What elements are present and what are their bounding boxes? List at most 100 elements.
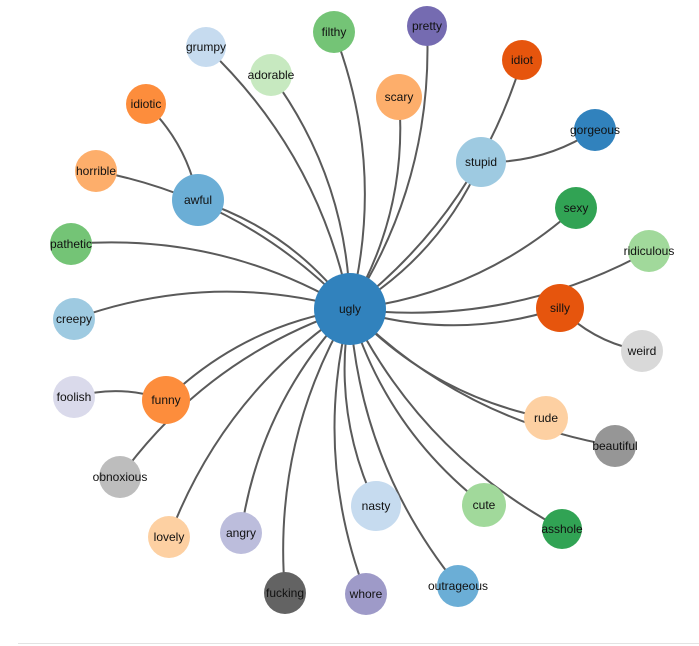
node-circle-scary[interactable] bbox=[376, 74, 422, 120]
node-label-fucking: fucking bbox=[266, 586, 304, 600]
node-label-cute: cute bbox=[473, 498, 496, 512]
node-circle-asshole[interactable] bbox=[542, 509, 582, 549]
node-label-horrible: horrible bbox=[76, 164, 116, 178]
node-circle-pathetic[interactable] bbox=[50, 223, 92, 265]
node-fucking[interactable]: fucking bbox=[264, 572, 306, 614]
node-awful[interactable]: awful bbox=[172, 174, 224, 226]
bottom-divider bbox=[18, 643, 699, 644]
node-circle-adorable[interactable] bbox=[250, 54, 292, 96]
nodes-layer: grumpy filthy pretty adorable scary idiot idio… bbox=[50, 6, 674, 615]
node-label-grumpy: grumpy bbox=[186, 40, 226, 54]
node-label-lovely: lovely bbox=[154, 530, 185, 544]
node-label-creepy: creepy bbox=[56, 312, 92, 326]
node-filthy[interactable]: filthy bbox=[313, 11, 355, 53]
node-label-ugly: ugly bbox=[339, 302, 361, 316]
node-silly[interactable]: silly bbox=[536, 284, 584, 332]
node-label-foolish: foolish bbox=[57, 390, 92, 404]
node-label-outrageous: outrageous bbox=[428, 579, 488, 593]
node-circle-whore[interactable] bbox=[345, 573, 387, 615]
node-circle-silly[interactable] bbox=[536, 284, 584, 332]
node-circle-ugly[interactable] bbox=[314, 273, 386, 345]
node-idiot[interactable]: idiot bbox=[502, 40, 542, 80]
node-funny[interactable]: funny bbox=[142, 376, 190, 424]
node-circle-foolish[interactable] bbox=[53, 376, 95, 418]
node-nasty[interactable]: nasty bbox=[351, 481, 401, 531]
node-ridiculous[interactable]: ridiculous bbox=[624, 230, 675, 272]
node-circle-gorgeous[interactable] bbox=[574, 109, 616, 151]
node-label-pretty: pretty bbox=[412, 19, 442, 33]
node-label-gorgeous: gorgeous bbox=[570, 123, 620, 137]
node-horrible[interactable]: horrible bbox=[75, 150, 117, 192]
node-circle-idiot[interactable] bbox=[502, 40, 542, 80]
edge-ugly-beautiful bbox=[349, 308, 616, 447]
node-weird[interactable]: weird bbox=[621, 330, 663, 372]
node-angry[interactable]: angry bbox=[220, 512, 262, 554]
edge-ugly-outrageous bbox=[349, 308, 459, 587]
node-circle-nasty[interactable] bbox=[351, 481, 401, 531]
node-circle-cute[interactable] bbox=[462, 483, 506, 527]
node-grumpy[interactable]: grumpy bbox=[186, 27, 226, 67]
node-label-stupid: stupid bbox=[465, 155, 497, 169]
node-circle-angry[interactable] bbox=[220, 512, 262, 554]
node-label-pathetic: pathetic bbox=[50, 237, 92, 251]
node-label-beautiful: beautiful bbox=[592, 439, 637, 453]
edge-ugly-horrible bbox=[95, 170, 351, 310]
node-circle-obnoxious[interactable] bbox=[99, 456, 141, 498]
node-label-weird: weird bbox=[627, 344, 657, 358]
node-gorgeous[interactable]: gorgeous bbox=[570, 109, 620, 151]
edge-ugly-filthy bbox=[333, 31, 366, 310]
node-scary[interactable]: scary bbox=[376, 74, 422, 120]
edge-ugly-idiot bbox=[349, 59, 523, 310]
node-label-angry: angry bbox=[226, 526, 256, 540]
node-circle-filthy[interactable] bbox=[313, 11, 355, 53]
node-sexy[interactable]: sexy bbox=[555, 187, 597, 229]
edge-ugly-fucking bbox=[282, 308, 351, 594]
node-label-whore: whore bbox=[349, 587, 383, 601]
node-circle-idiotic[interactable] bbox=[126, 84, 166, 124]
node-pretty[interactable]: pretty bbox=[407, 6, 447, 46]
node-label-obnoxious: obnoxious bbox=[93, 470, 148, 484]
node-circle-lovely[interactable] bbox=[148, 516, 190, 558]
edge-ugly-grumpy bbox=[205, 46, 351, 310]
node-stupid[interactable]: stupid bbox=[456, 137, 506, 187]
node-circle-stupid[interactable] bbox=[456, 137, 506, 187]
node-circle-outrageous[interactable] bbox=[437, 565, 479, 607]
node-label-idiotic: idiotic bbox=[131, 97, 162, 111]
node-rude[interactable]: rude bbox=[524, 396, 568, 440]
node-circle-horrible[interactable] bbox=[75, 150, 117, 192]
node-adorable[interactable]: adorable bbox=[248, 54, 295, 96]
node-label-silly: silly bbox=[550, 301, 570, 315]
node-whore[interactable]: whore bbox=[345, 573, 387, 615]
node-label-funny: funny bbox=[151, 393, 180, 407]
node-label-awful: awful bbox=[184, 193, 212, 207]
node-cute[interactable]: cute bbox=[462, 483, 506, 527]
node-beautiful[interactable]: beautiful bbox=[592, 425, 638, 467]
node-pathetic[interactable]: pathetic bbox=[50, 223, 92, 265]
node-idiotic[interactable]: idiotic bbox=[126, 84, 166, 124]
node-circle-funny[interactable] bbox=[142, 376, 190, 424]
node-circle-pretty[interactable] bbox=[407, 6, 447, 46]
node-circle-ridiculous[interactable] bbox=[628, 230, 670, 272]
edge-ugly-pathetic bbox=[70, 241, 351, 310]
node-label-ridiculous: ridiculous bbox=[624, 244, 675, 258]
node-circle-weird[interactable] bbox=[621, 330, 663, 372]
edge-ugly-asshole bbox=[349, 308, 563, 530]
node-circle-awful[interactable] bbox=[172, 174, 224, 226]
node-circle-grumpy[interactable] bbox=[186, 27, 226, 67]
node-circle-creepy[interactable] bbox=[53, 298, 95, 340]
node-circle-rude[interactable] bbox=[524, 396, 568, 440]
node-lovely[interactable]: lovely bbox=[148, 516, 190, 558]
node-circle-sexy[interactable] bbox=[555, 187, 597, 229]
node-circle-fucking[interactable] bbox=[264, 572, 306, 614]
node-ugly[interactable]: ugly bbox=[314, 273, 386, 345]
edge-ugly-lovely bbox=[168, 308, 351, 538]
node-label-asshole: asshole bbox=[541, 522, 583, 536]
node-asshole[interactable]: asshole bbox=[541, 509, 583, 549]
node-outrageous[interactable]: outrageous bbox=[428, 565, 488, 607]
node-label-nasty: nasty bbox=[362, 499, 391, 513]
node-label-scary: scary bbox=[385, 90, 414, 104]
node-creepy[interactable]: creepy bbox=[53, 298, 95, 340]
node-circle-beautiful[interactable] bbox=[594, 425, 636, 467]
node-obnoxious[interactable]: obnoxious bbox=[93, 456, 148, 498]
node-foolish[interactable]: foolish bbox=[53, 376, 95, 418]
